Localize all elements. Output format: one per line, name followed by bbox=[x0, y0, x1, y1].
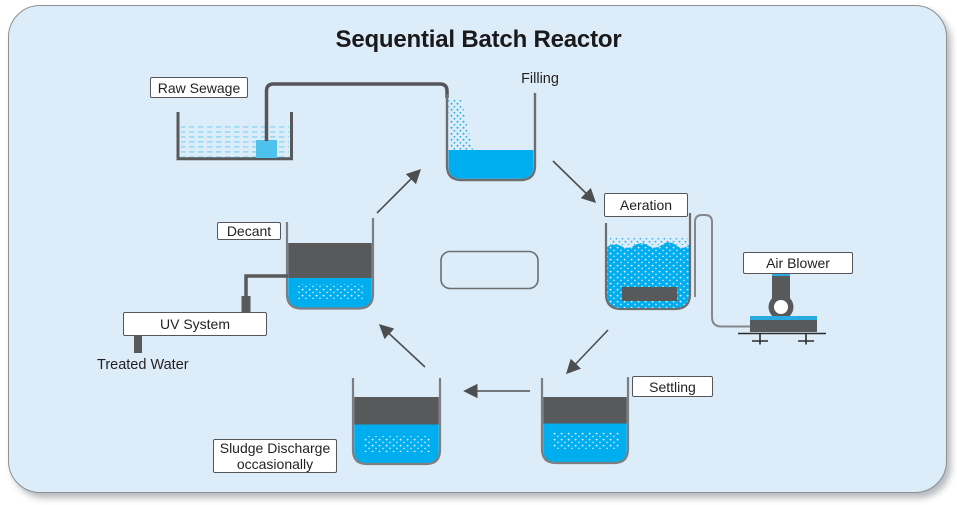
blower-housing-center bbox=[774, 300, 788, 314]
settling-speckles bbox=[552, 431, 619, 449]
air-blower bbox=[738, 273, 826, 345]
treated-water-outlet bbox=[134, 336, 142, 353]
decant-pipe bbox=[244, 274, 288, 299]
blower-base bbox=[750, 320, 817, 332]
arrow-filling-to-aeration bbox=[552, 160, 597, 204]
uv-inlet-connector bbox=[241, 296, 251, 313]
decant-label: Decant bbox=[217, 222, 281, 240]
aeration-tank-outline bbox=[604, 213, 692, 311]
decant-tank-outline bbox=[285, 218, 375, 310]
raw-sewage-tank-outline bbox=[176, 112, 293, 161]
aeration-tank bbox=[604, 213, 751, 328]
submersible-pump bbox=[256, 140, 277, 158]
decant-sludge-layer bbox=[288, 243, 372, 278]
arrow-aeration-to-settling bbox=[566, 329, 609, 375]
filling-spray bbox=[448, 99, 473, 150]
cycle-arrows bbox=[376, 160, 609, 399]
filling-tank bbox=[445, 93, 537, 182]
settling-tank-outline bbox=[540, 377, 630, 465]
aeration-surface-spray bbox=[610, 238, 688, 245]
sludge-discharge-label-line2: occasionally bbox=[236, 456, 314, 472]
air-pipe bbox=[694, 214, 751, 328]
decant-tank bbox=[134, 218, 375, 353]
sludge-tank-outline bbox=[351, 378, 442, 466]
sludge-layer bbox=[354, 397, 439, 425]
air-blower-label: Air Blower bbox=[743, 252, 853, 274]
air-diffuser bbox=[622, 287, 677, 301]
sludge-discharge-tank bbox=[351, 378, 442, 466]
arrow-decant-to-filling bbox=[376, 168, 422, 214]
blower-neck-strip bbox=[772, 273, 790, 278]
filling-tank-outline bbox=[445, 93, 537, 182]
filling-label: Filling bbox=[521, 71, 559, 87]
page-title: Sequential Batch Reactor bbox=[335, 26, 622, 53]
settling-label: Settling bbox=[632, 376, 713, 397]
arrow-sludge-to-decant bbox=[378, 324, 426, 368]
blower-feet bbox=[752, 334, 814, 345]
sludge-discharge-label: Sludge Discharge occasionally bbox=[213, 439, 337, 473]
sludge-speckles bbox=[363, 436, 431, 452]
blower-neck bbox=[772, 276, 790, 300]
sludge-discharge-label-line1: Sludge Discharge bbox=[219, 440, 331, 456]
blower-base-strip bbox=[750, 316, 817, 321]
decant-speckles bbox=[297, 284, 363, 299]
uv-system-label: UV System bbox=[123, 312, 267, 336]
aeration-label: Aeration bbox=[604, 193, 688, 217]
raw-sewage-tank bbox=[176, 82, 449, 161]
treated-water-label: Treated Water bbox=[97, 357, 189, 373]
raw-sewage-label: Raw Sewage bbox=[150, 77, 248, 98]
settling-tank bbox=[540, 377, 630, 465]
center-cycle-box bbox=[440, 250, 539, 290]
inlet-pipe bbox=[264, 82, 449, 141]
filling-water bbox=[448, 150, 534, 179]
settling-sludge-layer bbox=[543, 397, 627, 424]
